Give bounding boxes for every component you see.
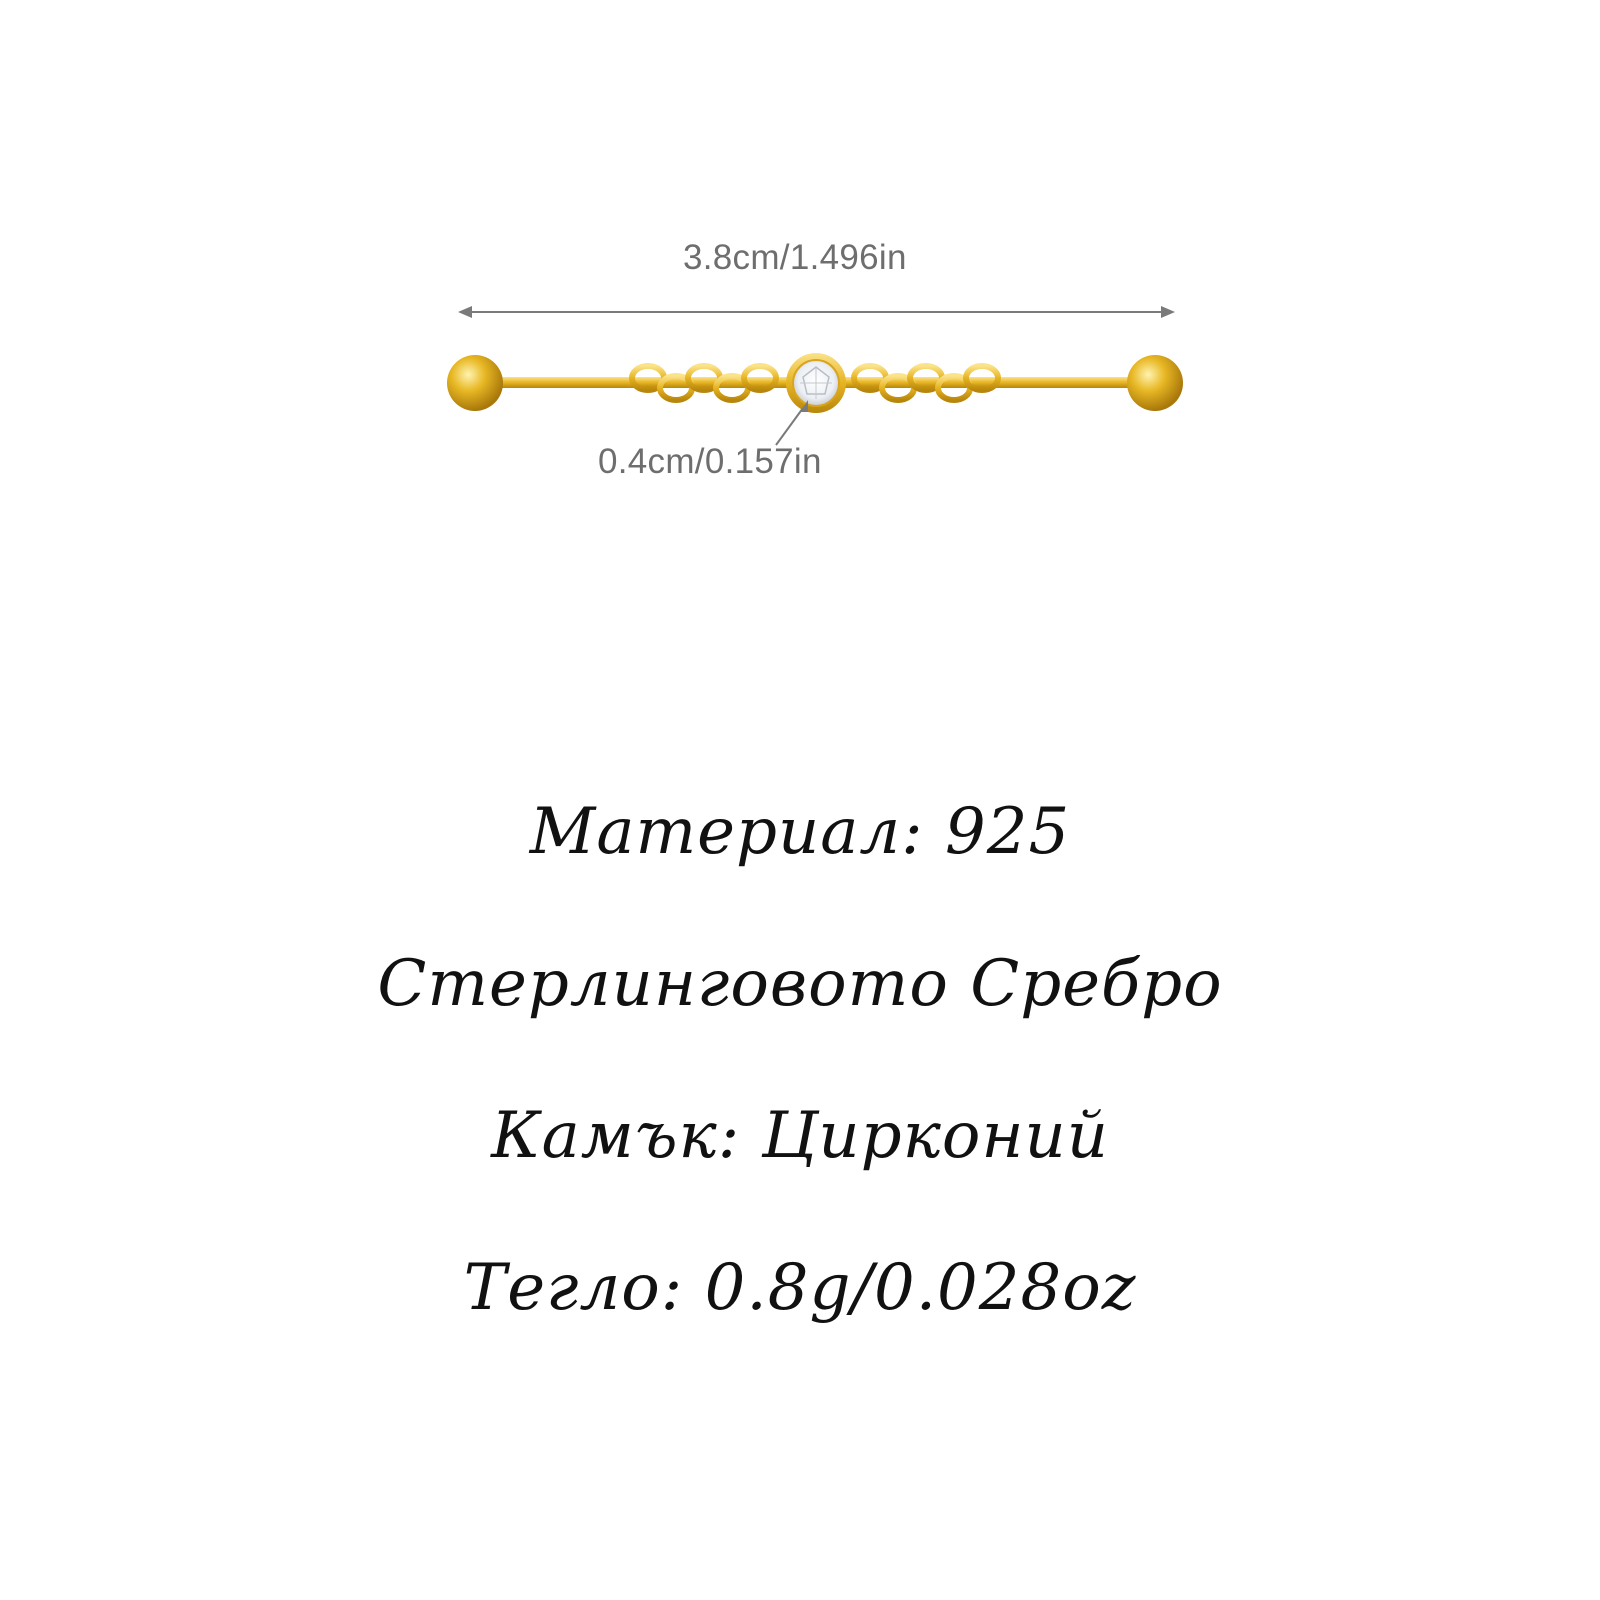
zirconia-stone: [786, 353, 846, 413]
stone-dimension-arrow: [775, 400, 808, 446]
right-end-ball: [1127, 355, 1183, 411]
product-specs: Материал: 925 Стерлинговото Сребро Камък…: [200, 800, 1400, 1408]
length-dimension-label: 3.8cm/1.496in: [683, 238, 907, 277]
industrial-barbell-illustration: [447, 306, 1183, 446]
left-end-ball: [447, 355, 503, 411]
material-spec: Материал: 925: [529, 795, 1071, 869]
weight-spec: Тегло: 0.8g/0.028oz: [463, 1251, 1137, 1325]
material-name-spec: Стерлинговото Сребро: [377, 947, 1223, 1021]
chain-links: [629, 363, 1001, 403]
length-dimension-arrow: [458, 306, 1175, 318]
stone-dimension-label: 0.4cm/0.157in: [598, 442, 822, 481]
stone-spec: Камък: Цирконий: [491, 1099, 1109, 1173]
product-image: 3.8cm/1.496in 0.4cm/0.157in: [0, 0, 1600, 600]
